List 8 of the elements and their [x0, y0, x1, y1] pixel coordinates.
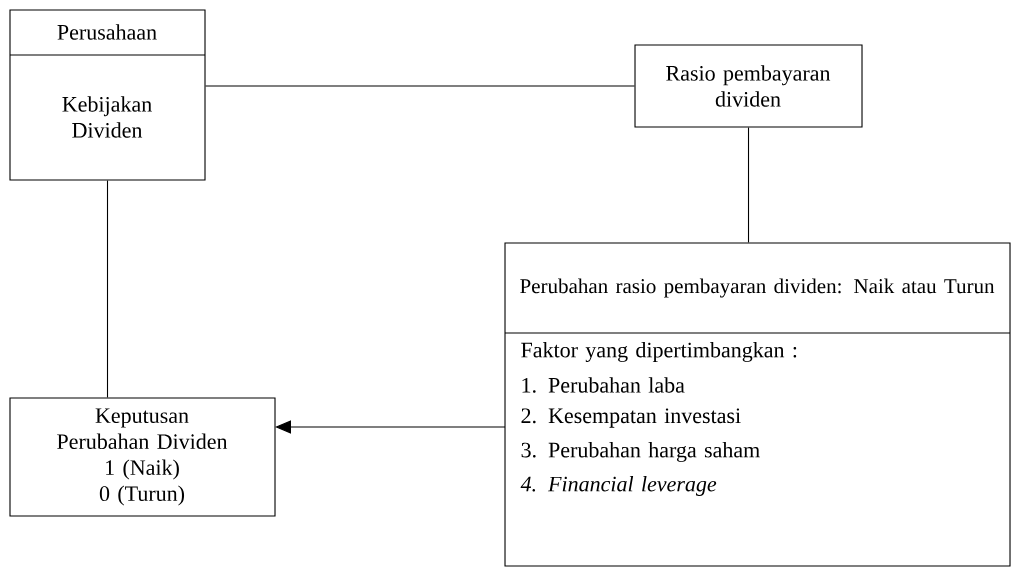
split-box: Perusahaan Kebijakan Dividen: [9, 9, 206, 181]
connector-line: [106, 180, 109, 398]
connector-line: [747, 127, 750, 243]
process-box: Keputusan Perubahan Dividen 1 (Naik) 0 (Turun): [9, 397, 276, 517]
arrow: [275, 420, 506, 434]
connector-line: [205, 85, 635, 87]
split-box: Perubahan rasio pembayaran dividen: Naik atau Turun Faktor yang dipertimbangkan : 1. Perubahan laba 2. Kesempatan investasi 3. Perubahan harga saham 4. Financial leverage: [504, 242, 1011, 567]
process-box: Rasio pembayaran dividen: [634, 44, 863, 128]
